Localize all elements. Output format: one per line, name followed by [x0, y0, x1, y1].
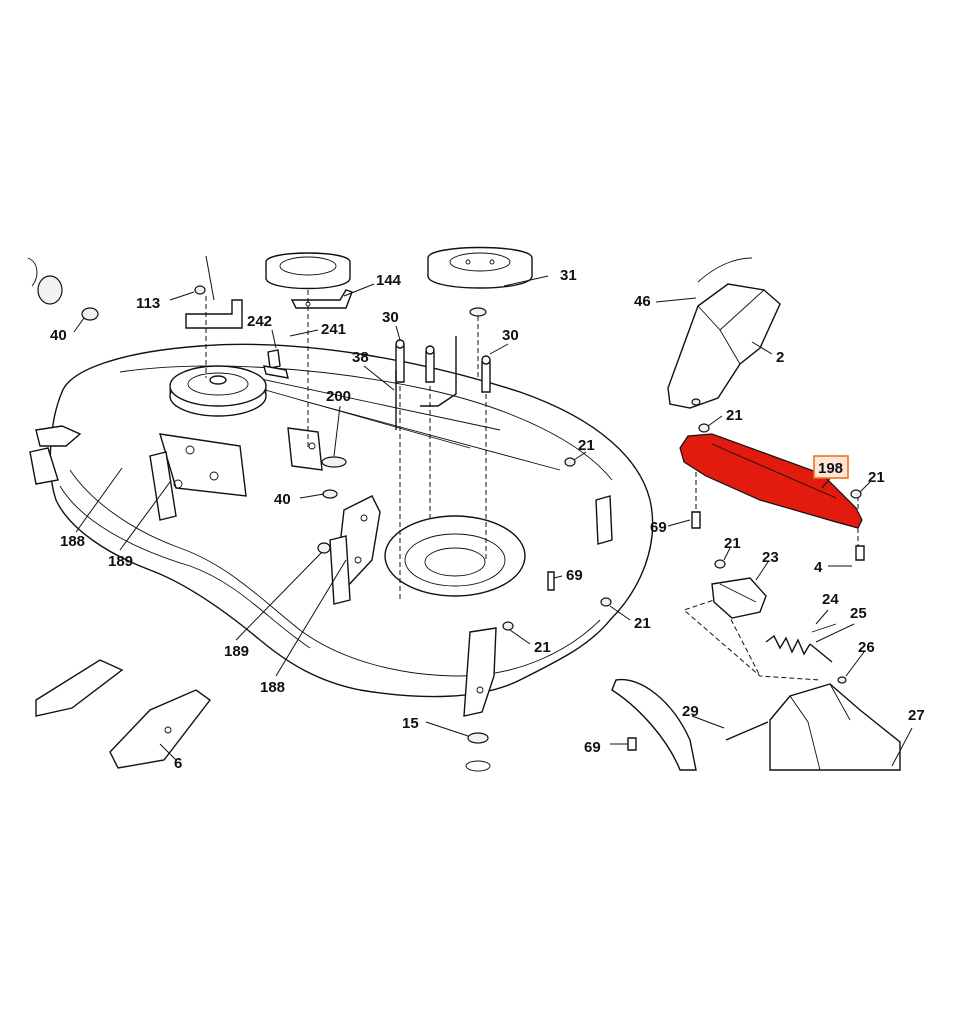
callout-30: 30: [502, 327, 519, 344]
deflector-arm-curve: [611, 678, 697, 771]
callout-144: 144: [376, 272, 402, 289]
callout-113: 113: [136, 295, 160, 312]
callout-31: 31: [560, 267, 577, 284]
chute-27: [769, 683, 901, 771]
callout-4: 4: [814, 559, 823, 576]
callout-27: 27: [908, 707, 925, 724]
idler-bracket-left: [149, 433, 247, 521]
callout-38: 38: [352, 349, 369, 366]
bracket-6: [35, 659, 211, 769]
callout-40: 40: [50, 327, 67, 344]
callout-21: 21: [868, 469, 885, 486]
discharge-chute-cover-2: [667, 257, 781, 409]
callout-198: 198: [818, 460, 843, 477]
hinge-bracket-23: [711, 559, 767, 619]
callout-30: 30: [382, 309, 399, 326]
callout-189: 189: [224, 643, 249, 660]
callout-200: 200: [326, 388, 351, 405]
callout-69: 69: [566, 567, 583, 584]
callout-29: 29: [682, 703, 699, 720]
tensioner-242: [263, 349, 289, 379]
highlight-callout-box: [813, 455, 849, 479]
bracket-113: [185, 285, 243, 329]
callout-2: 2: [776, 349, 784, 366]
callout-69: 69: [584, 739, 601, 756]
callout-21: 21: [534, 639, 551, 656]
callout-46: 46: [634, 293, 651, 310]
callout-69: 69: [650, 519, 667, 536]
deck-right-hardware: [502, 457, 613, 631]
callout-15: 15: [402, 715, 419, 732]
callout-21: 21: [726, 407, 743, 424]
deflector-shield-198: [679, 423, 865, 561]
callout-labels: 113 40 242 241 144 31 30 30 38 200 40 18…: [50, 267, 925, 772]
callout-21: 21: [724, 535, 741, 552]
callout-21: 21: [578, 437, 595, 454]
pulley-31: [427, 246, 533, 317]
callout-25: 25: [850, 605, 867, 622]
spindle-pulley-left: [169, 365, 267, 417]
callout-40: 40: [274, 491, 291, 508]
rod-29: [725, 721, 769, 741]
callout-24: 24: [822, 591, 839, 608]
front-bracket: [463, 627, 497, 717]
callout-21: 21: [634, 615, 651, 632]
spring-25: [765, 623, 847, 684]
callout-26: 26: [858, 639, 875, 656]
leader-lines: [73, 255, 913, 767]
pulley-edge-left: [27, 257, 99, 321]
pulley-144: [265, 252, 351, 290]
bracket-144: [290, 289, 353, 309]
callout-241: 241: [321, 321, 346, 338]
callout-6: 6: [174, 755, 182, 772]
washer-15: [465, 732, 491, 772]
callout-23: 23: [762, 549, 779, 566]
callout-189: 189: [108, 553, 133, 570]
callout-188: 188: [60, 533, 85, 550]
bolts-30: [395, 339, 491, 393]
callout-242: 242: [247, 313, 272, 330]
callout-188: 188: [260, 679, 285, 696]
rod-38: [395, 336, 457, 430]
